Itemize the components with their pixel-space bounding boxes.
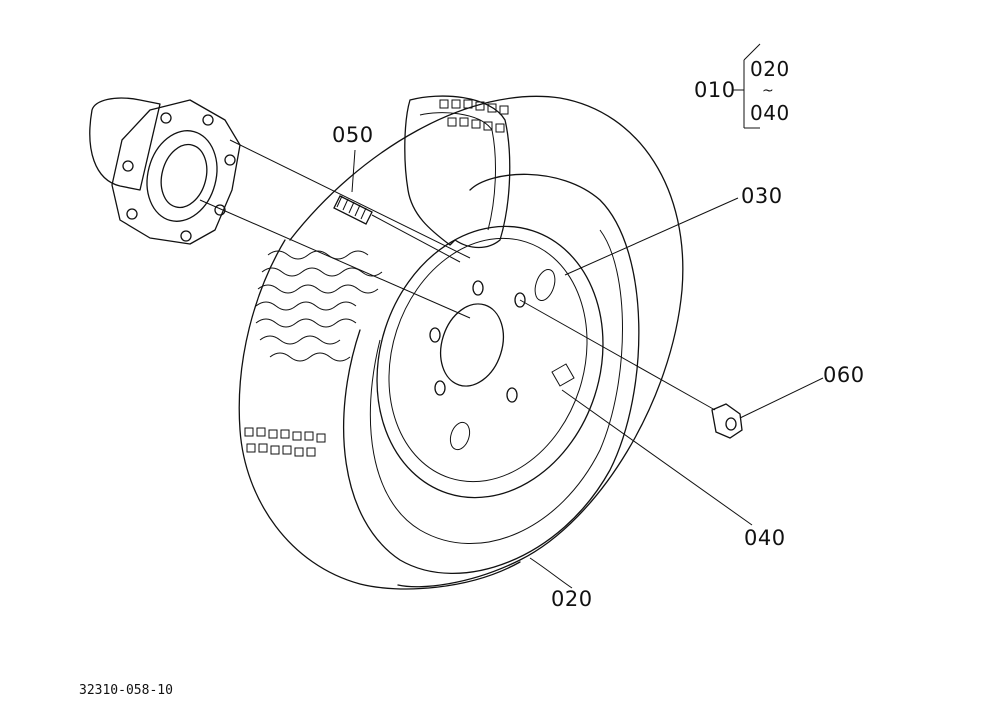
rim-valve-slot	[551, 363, 575, 387]
hub-shaft	[89, 97, 161, 191]
rim-center-hole	[440, 303, 504, 387]
tire-sidewall-inner	[342, 173, 640, 574]
tire-cutaway-tread	[439, 99, 509, 133]
callout-060: 060	[823, 363, 865, 387]
callout-040: 040	[744, 526, 786, 550]
hub-bore-inner	[160, 143, 208, 209]
callout-range-mark: ~	[762, 83, 775, 99]
tire-drawing	[238, 95, 684, 590]
callout-030: 030	[741, 184, 783, 208]
stud-bolt-threads	[336, 195, 367, 220]
tire-outer-outline	[289, 95, 684, 588]
callout-020-group: 020	[750, 57, 790, 81]
rim-outer-ring	[376, 225, 604, 499]
alignment-lines	[199, 139, 716, 411]
leader-030	[564, 197, 739, 276]
callout-020: 020	[551, 587, 593, 611]
rim-vent-holes	[449, 269, 556, 451]
rim-inner-ring	[388, 237, 588, 483]
hub-flange-drawing	[89, 97, 241, 245]
callout-010: 010	[694, 78, 736, 102]
stud-bolt-drawing	[333, 195, 373, 225]
hub-flange-plate	[111, 99, 241, 245]
drawing-number: 32310-058-10	[79, 683, 173, 698]
leader-040	[561, 389, 753, 526]
bracket-line	[732, 43, 761, 129]
leader-lines	[351, 43, 824, 589]
tire-bead-line	[369, 229, 623, 545]
hub-stud-holes	[122, 112, 236, 242]
wheel-nut-hole	[725, 417, 737, 431]
leader-050	[351, 149, 356, 193]
tire-sidewall-outline	[238, 239, 521, 590]
leader-060	[739, 377, 824, 419]
wheel-nut-drawing	[711, 403, 743, 439]
callout-040-group: 040	[750, 101, 790, 125]
tire-tread-pattern	[244, 250, 383, 457]
callout-050: 050	[332, 123, 374, 147]
rim-bolt-holes	[429, 280, 526, 403]
rim-drawing	[376, 225, 604, 499]
tire-cutaway-section	[404, 95, 511, 249]
stud-bolt-body	[333, 195, 373, 225]
leader-020	[529, 557, 573, 589]
hub-bore-outer	[146, 130, 218, 222]
